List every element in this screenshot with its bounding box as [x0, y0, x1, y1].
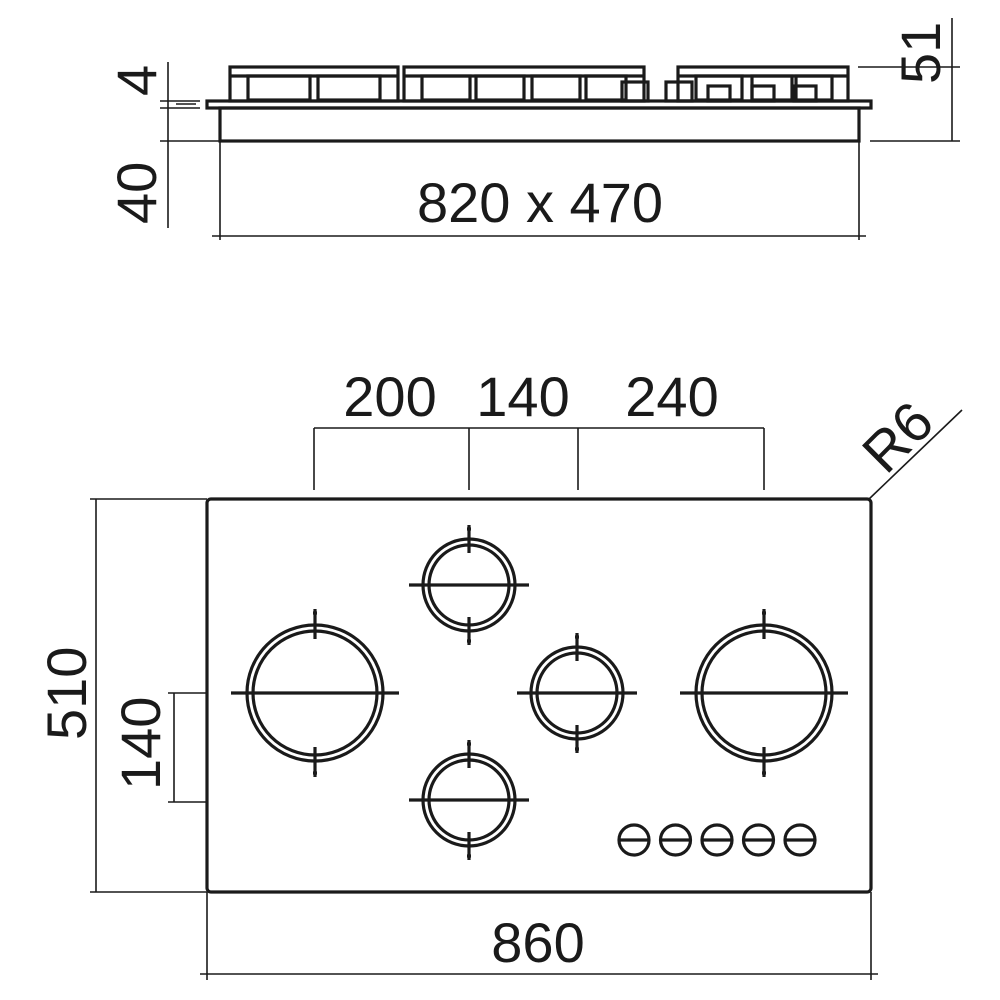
- dim-spacing-1: 200: [343, 365, 436, 428]
- side-knobs: [620, 80, 818, 103]
- dim-width-line: [200, 892, 878, 980]
- side-grates: [228, 65, 850, 103]
- burner-large-left: [231, 609, 399, 777]
- knob-icon: [741, 823, 776, 857]
- knob-icon: [700, 823, 734, 857]
- knob-icon: [617, 823, 651, 857]
- control-knobs: [617, 823, 817, 857]
- hob-outline: [205, 497, 873, 894]
- dim-depth: 510: [35, 647, 98, 740]
- knob-icon: [658, 823, 693, 857]
- dim-offset-line: [168, 692, 207, 803]
- dim-left-side: [160, 62, 220, 228]
- dim-cutout: 820 x 470: [417, 171, 663, 234]
- burners: [231, 525, 848, 860]
- top-view: 200 140 240 R6 510 140 860: [35, 365, 963, 980]
- dim-spacing-3: 240: [625, 365, 718, 428]
- dim-height-body: 40: [105, 162, 168, 224]
- dim-width: 860: [491, 911, 584, 974]
- dim-cutout-line: [212, 141, 866, 240]
- dim-spacing-2: 140: [476, 365, 569, 428]
- burner-small-right: [517, 633, 637, 753]
- dim-burner-offset: 140: [109, 697, 172, 790]
- burner-top-center: [409, 525, 529, 645]
- burner-bottom-center: [409, 740, 529, 860]
- dim-right-side: [858, 18, 960, 142]
- radius-leader: [867, 409, 963, 501]
- dim-height-total: 51: [889, 22, 952, 84]
- side-view: 4 40 51 820 x 470: [105, 18, 960, 240]
- dim-spacing-line: [313, 427, 765, 490]
- dim-corner-radius: R6: [850, 389, 945, 484]
- dim-depth-line: [90, 498, 207, 893]
- dim-height-top: 4: [105, 65, 168, 96]
- burner-large-right: [680, 609, 848, 777]
- hob-body: [218, 106, 861, 143]
- knob-icon: [783, 823, 817, 857]
